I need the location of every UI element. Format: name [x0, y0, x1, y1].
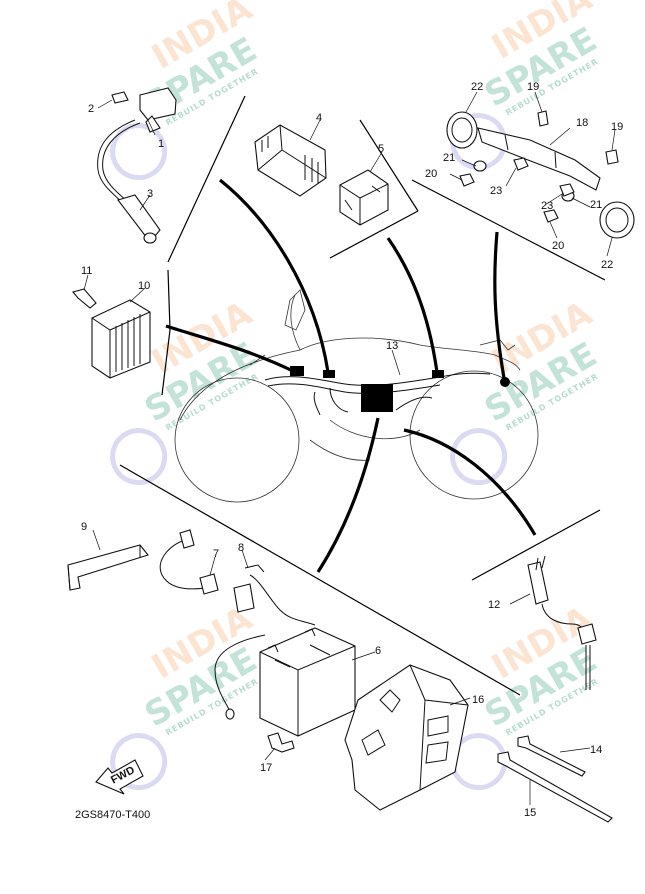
callout-5: 5 — [378, 143, 384, 155]
reflector-bracket-group — [446, 110, 635, 239]
callout-20-left: 20 — [425, 168, 437, 180]
bolt-2 — [111, 91, 129, 104]
lead-7 — [159, 539, 206, 590]
callout-10: 10 — [138, 280, 150, 292]
callout-2: 2 — [88, 103, 94, 115]
callout-15: 15 — [524, 807, 536, 819]
harness-connector-rear — [290, 366, 304, 376]
frame-top-left — [167, 95, 246, 263]
callout-23-left: 23 — [490, 185, 502, 197]
callout-4: 4 — [316, 112, 322, 124]
bolt-19-top — [537, 110, 549, 127]
watermark-logo-4: INDIA SPARE REBUILD TOGETHER — [450, 293, 604, 486]
watermark-logo-6: INDIA SPARE REBUILD TOGETHER — [450, 598, 604, 791]
callout-19-top: 19 — [527, 81, 539, 93]
frame-bottom-right — [471, 509, 601, 581]
battery-box — [344, 664, 469, 811]
nut-20-left — [459, 173, 475, 187]
reflector-rear — [446, 111, 478, 149]
nut-20-bottom — [543, 209, 559, 223]
frame-top-center — [329, 119, 419, 259]
harness-connector-block — [361, 384, 393, 412]
ground-lead — [214, 634, 266, 713]
callout-23-right: 23 — [541, 200, 553, 212]
callout-11: 11 — [81, 265, 92, 277]
frame-bottom-diagonal — [119, 464, 521, 696]
fuse-holder-7 — [199, 573, 219, 595]
leader-flasher — [493, 231, 506, 379]
callout-8: 8 — [238, 542, 244, 554]
bolt-11 — [72, 288, 97, 309]
washer-21-left — [473, 160, 487, 172]
bolt-19-right — [605, 149, 619, 165]
callout-7: 7 — [213, 548, 219, 560]
callout-21-left: 21 — [443, 152, 455, 164]
harness-end-connector — [500, 377, 510, 387]
bolt-17 — [267, 732, 295, 753]
nut-23-right — [559, 183, 575, 197]
rectifier-group — [72, 288, 151, 379]
handlebar-outline — [479, 339, 516, 351]
callout-22-bottom: 22 — [601, 259, 613, 271]
frame-left-bracket — [161, 269, 171, 396]
callout-labels: 1 2 3 4 5 6 7 8 9 10 11 12 13 14 15 16 1… — [81, 81, 623, 819]
callout-1: 1 — [158, 138, 164, 150]
cable-tie-14 — [517, 735, 586, 777]
nut-23-left — [513, 157, 529, 171]
battery — [259, 627, 356, 737]
diagram-code: 2GS8470-T400 — [75, 809, 150, 821]
spark-plug-cap — [117, 194, 161, 243]
callout-21-right: 21 — [590, 199, 602, 211]
cable-tie-15 — [497, 751, 613, 823]
harness-connector-mid — [323, 370, 335, 378]
bracket-18 — [477, 127, 601, 191]
frame-top-right — [411, 179, 606, 281]
harness-connector-front — [432, 370, 444, 378]
ignition-coil-group — [97, 87, 177, 244]
leader-battery — [316, 417, 380, 573]
leader-cdi — [386, 237, 439, 373]
cable-ties — [497, 735, 613, 823]
lead-8 — [249, 574, 316, 626]
battery-leads — [159, 529, 316, 720]
relay — [339, 169, 389, 226]
callout-6: 6 — [375, 645, 381, 657]
callout-17: 17 — [260, 762, 272, 774]
callout-22-top: 22 — [471, 81, 483, 93]
leader-coil — [218, 178, 330, 373]
callout-9: 9 — [81, 521, 87, 533]
callout-18: 18 — [576, 117, 588, 129]
reflector-front — [599, 201, 635, 239]
callout-12: 12 — [488, 599, 500, 611]
callout-20-bottom: 20 — [552, 240, 564, 252]
frame-rear-outline — [284, 289, 306, 331]
callout-16: 16 — [472, 694, 484, 706]
neutral-switch-lead — [527, 555, 597, 690]
callout-leaders — [83, 91, 616, 805]
leader-switch — [403, 428, 537, 536]
callout-19-right: 19 — [611, 121, 623, 133]
ignition-lead — [97, 119, 136, 206]
callout-3: 3 — [147, 188, 153, 200]
cdi-unit — [254, 124, 327, 197]
callout-14: 14 — [590, 744, 602, 756]
connector-8 — [233, 583, 255, 613]
rear-wheel — [174, 377, 300, 503]
leader-rectifier — [165, 324, 296, 374]
heavy-leaders — [165, 178, 537, 573]
rectifier-regulator — [91, 299, 151, 379]
ignition-coil — [139, 87, 177, 121]
wire-harness — [264, 366, 510, 416]
callout-13: 13 — [386, 340, 398, 352]
battery-band — [67, 544, 149, 591]
section-frames — [119, 95, 606, 696]
